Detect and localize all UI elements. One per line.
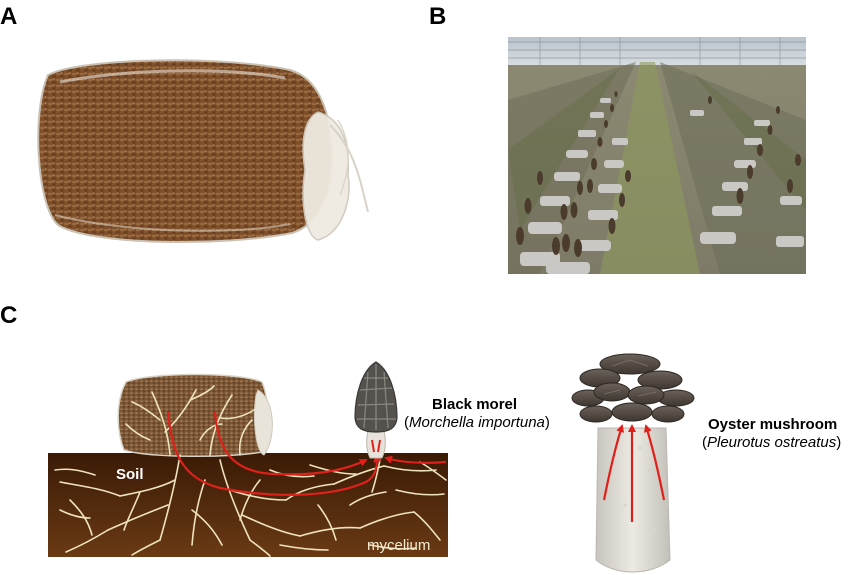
- oyster-mushroom-label: Oyster mushroom (Pleurotus ostreatus): [702, 416, 841, 452]
- soil-cross-section: [48, 453, 448, 557]
- oyster-scientific-name: Pleurotus ostreatus: [707, 434, 837, 451]
- oyster-paren-open: (: [702, 434, 707, 451]
- panel-b-letter: B: [429, 3, 447, 30]
- oyster-mushroom-common-name: Oyster mushroom: [708, 416, 838, 433]
- panel-b-greenhouse-photo: [508, 37, 806, 274]
- mycelium-label: mycelium: [367, 537, 431, 554]
- soil-label: Soil: [116, 466, 144, 483]
- panel-c-substrate-bag: [117, 373, 273, 457]
- nutrient-flow-arrows: [166, 411, 447, 496]
- panel-c-letter: C: [0, 302, 18, 329]
- black-morel-scientific-name: Morchella importuna: [409, 414, 545, 431]
- black-morel-common-name: Black morel: [432, 396, 518, 413]
- oyster-nutrient-arrows: [602, 424, 666, 522]
- panel-a-letter: A: [0, 3, 18, 30]
- black-morel-paren-close: ): [544, 414, 550, 431]
- oyster-paren-close: ): [836, 434, 842, 451]
- black-morel-illustration: [354, 361, 398, 459]
- panel-a-substrate-bag: [37, 59, 369, 244]
- mycelium-network: [54, 385, 447, 557]
- black-morel-label: Black morel (Morchella importuna): [404, 396, 550, 432]
- black-morel-paren-open: (: [404, 414, 409, 431]
- oyster-mushroom-illustration: [571, 353, 695, 573]
